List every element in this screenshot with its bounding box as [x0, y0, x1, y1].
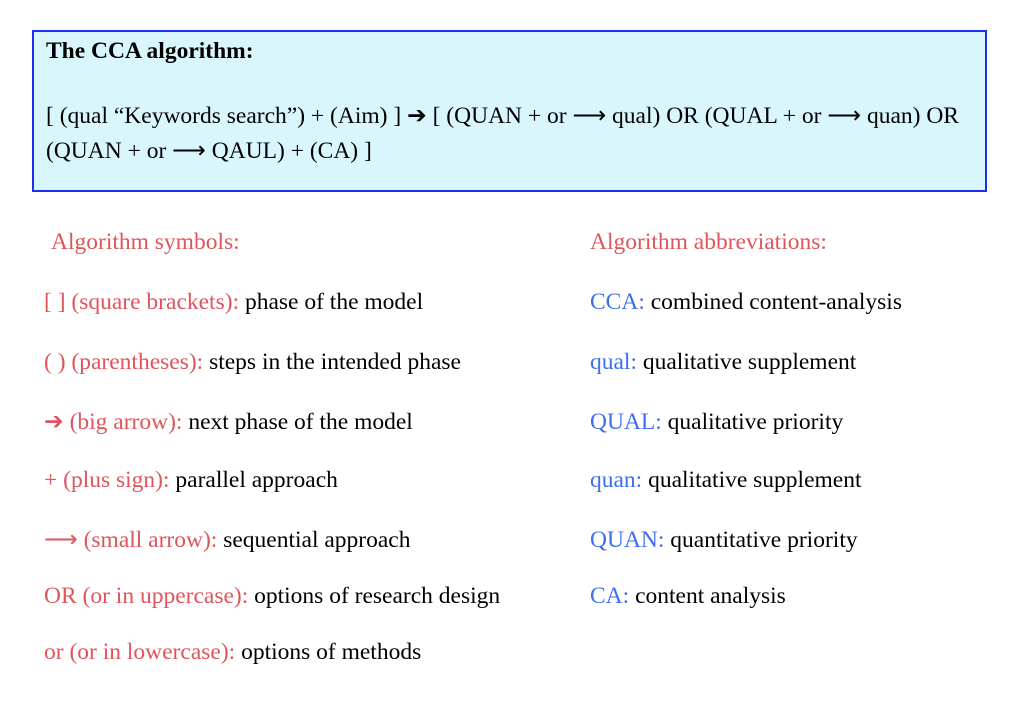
algorithm-formula: [ (qual “Keywords search”) + (Aim) ] ➔ [… [46, 103, 959, 164]
term: QUAL: [590, 409, 662, 435]
abbreviations-item: quan: qualitative supplement [590, 466, 862, 494]
term: QUAN: [590, 527, 665, 553]
abbreviations-item: qual: qualitative supplement [590, 348, 856, 376]
definition: options of methods [235, 639, 422, 665]
symbols-item: ⟶ (small arrow): sequential approach [44, 526, 410, 554]
symbols-heading: Algorithm symbols: [51, 229, 240, 255]
algorithm-title: The CCA algorithm: [46, 38, 254, 64]
symbols-item: OR (or in uppercase): options of researc… [44, 582, 500, 610]
term: ⟶ (small arrow): [44, 527, 218, 553]
definition: qualitative supplement [637, 349, 857, 375]
definition: quantitative priority [664, 527, 858, 553]
term: OR (or in uppercase): [44, 583, 249, 609]
term: CCA: [590, 289, 645, 315]
term: [ ] (square brackets): [44, 289, 240, 315]
abbreviations-item: CCA: combined content-analysis [590, 288, 902, 316]
symbols-item: ( ) (parentheses): steps in the intended… [44, 348, 461, 376]
term: ( ) (parentheses): [44, 349, 204, 375]
abbreviations-item: QUAN: quantitative priority [590, 526, 858, 554]
term: or (or in lowercase): [44, 639, 236, 665]
definition: phase of the model [239, 289, 424, 315]
term: + (plus sign): [44, 467, 170, 493]
symbols-item: ➔ (big arrow): next phase of the model [44, 408, 413, 436]
abbreviations-item: QUAL: qualitative priority [590, 408, 843, 436]
definition: sequential approach [217, 527, 411, 553]
term: quan: [590, 467, 643, 493]
term: ➔ (big arrow): [44, 409, 183, 435]
abbreviations-heading: Algorithm abbreviations: [590, 229, 827, 255]
definition: options of research design [248, 583, 501, 609]
abbreviations-item: CA: content analysis [590, 582, 786, 610]
definition: combined content-analysis [644, 289, 902, 315]
symbols-item: or (or in lowercase): options of methods [44, 638, 421, 666]
term: CA: [590, 583, 630, 609]
definition: parallel approach [169, 467, 338, 493]
term: qual: [590, 349, 637, 375]
algorithm-box: The CCA algorithm: [ (qual “Keywords sea… [32, 30, 987, 192]
definition: content analysis [629, 583, 786, 609]
definition: next phase of the model [182, 409, 413, 435]
definition: qualitative supplement [642, 467, 862, 493]
symbols-item: + (plus sign): parallel approach [44, 466, 338, 494]
symbols-item: [ ] (square brackets): phase of the mode… [44, 288, 423, 316]
definition: qualitative priority [661, 409, 844, 435]
definition: steps in the intended phase [203, 349, 461, 375]
